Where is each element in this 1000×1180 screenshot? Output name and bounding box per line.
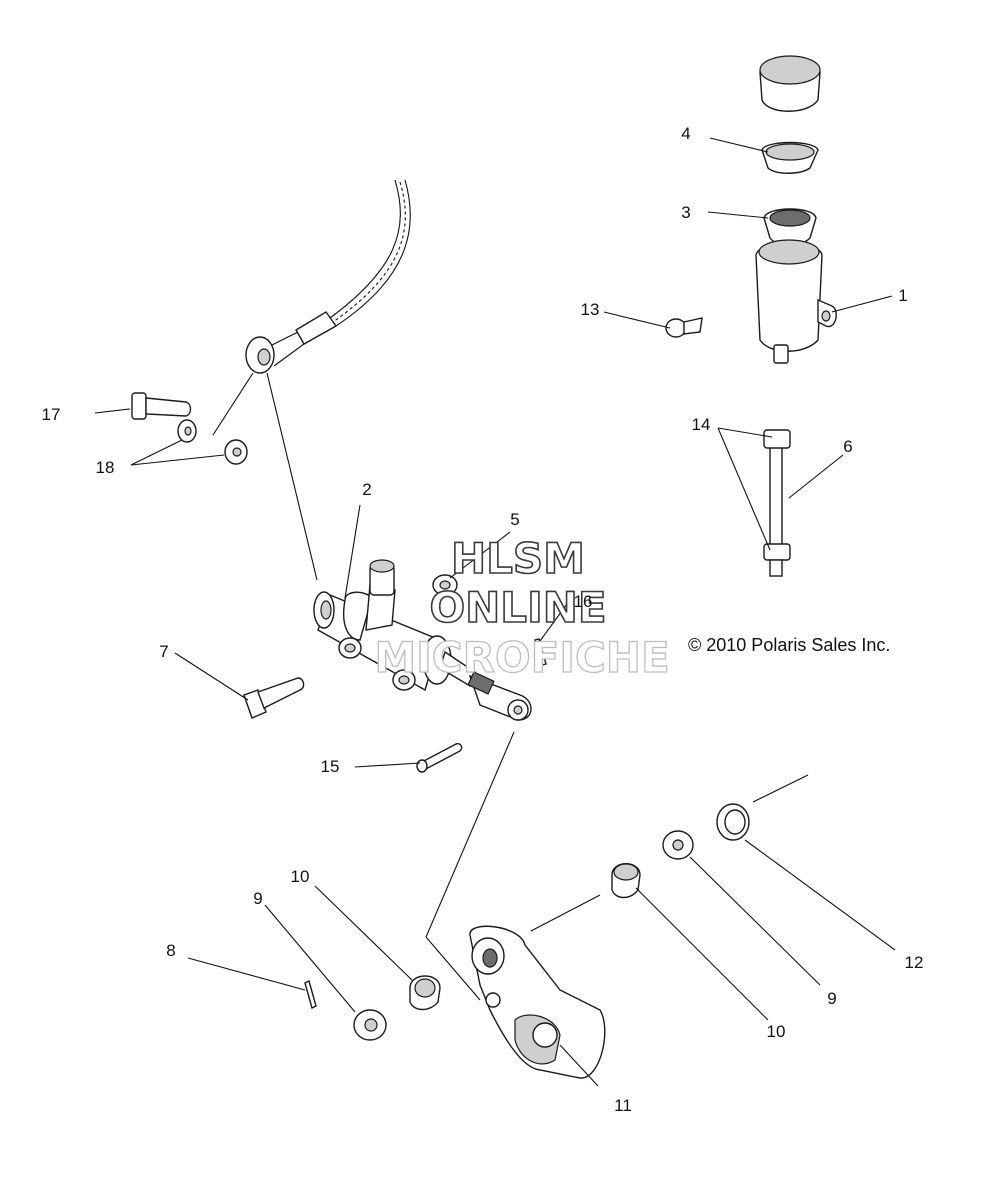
callout-12: 12 — [905, 953, 924, 972]
callout-16: 16 — [574, 592, 593, 611]
pin-15 — [416, 742, 463, 773]
grommet-5 — [432, 574, 458, 596]
bolt-17 — [131, 392, 192, 420]
callouts: 1 2 3 4 5 6 7 8 9 9 10 10 11 12 13 14 15… — [42, 124, 924, 1115]
pedal-bracket-11 — [469, 925, 606, 1079]
cotter-pin-8 — [304, 979, 317, 1010]
callout-15: 15 — [321, 757, 340, 776]
washer-18a — [177, 419, 197, 443]
callout-4: 4 — [681, 124, 690, 143]
spring-12 — [716, 803, 750, 841]
washer-9a — [353, 1009, 387, 1041]
reservoir-cap — [759, 55, 821, 112]
copyright-notice: © 2010 Polaris Sales Inc. — [688, 635, 890, 655]
cotter-pin-16 — [534, 638, 547, 666]
callout-18: 18 — [96, 458, 115, 477]
washer-9b — [662, 830, 694, 860]
callout-13: 13 — [581, 300, 600, 319]
line-6 — [763, 429, 791, 577]
callout-3: 3 — [681, 203, 690, 222]
master-cylinder — [313, 559, 532, 721]
seal-3 — [763, 208, 817, 247]
reservoir-1 — [755, 239, 837, 364]
watermark-line2: ONLINE — [429, 583, 606, 632]
callout-7: 7 — [159, 642, 168, 661]
callout-10b: 10 — [767, 1022, 786, 1041]
callout-1: 1 — [898, 286, 907, 305]
callout-17: 17 — [42, 405, 61, 424]
bushing-10a — [409, 975, 441, 1011]
callout-11: 11 — [614, 1096, 632, 1115]
brake-hose — [245, 179, 411, 374]
screw-13 — [665, 317, 703, 338]
washer-18b — [224, 439, 248, 465]
diaphragm-4 — [761, 141, 819, 174]
watermark-line1: HLSM — [451, 534, 585, 583]
callout-8: 8 — [166, 941, 175, 960]
bolt-7 — [243, 677, 305, 719]
watermark-line3: MICROFICHE — [374, 633, 669, 682]
callout-14: 14 — [692, 415, 711, 434]
leader-lines — [94, 137, 896, 1087]
callout-6: 6 — [843, 437, 852, 456]
watermark: HLSM ONLINE MICROFICHE — [374, 533, 671, 682]
callout-9b: 9 — [827, 989, 836, 1008]
callout-10a: 10 — [291, 867, 310, 886]
callout-5: 5 — [510, 510, 519, 529]
callout-9a: 9 — [253, 889, 262, 908]
bushing-10b — [611, 863, 641, 899]
callout-2: 2 — [362, 480, 371, 499]
